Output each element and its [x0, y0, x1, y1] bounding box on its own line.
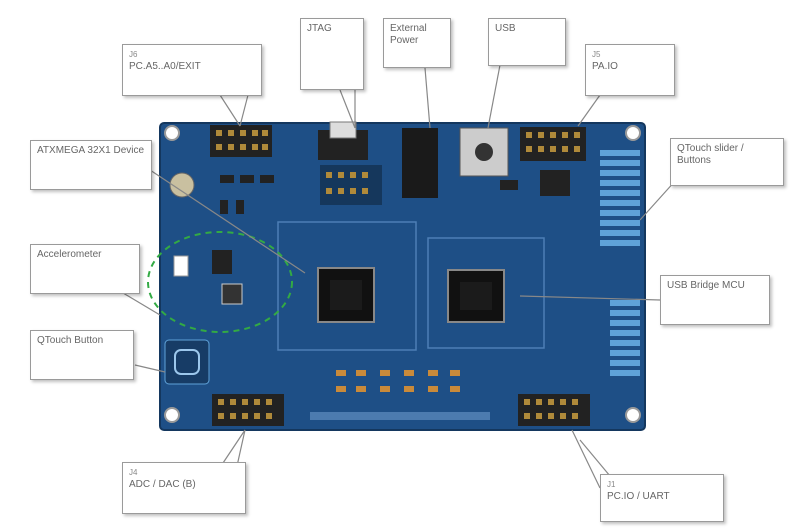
callout-usb-bridge: USB Bridge MCU	[660, 275, 770, 325]
header-j4	[212, 394, 284, 426]
callout-text: PA.IO	[592, 61, 618, 72]
callout-header: J5	[592, 50, 601, 59]
callout-text: QTouch Button	[37, 335, 104, 346]
callout-qtouch-button: QTouch Button	[30, 330, 134, 380]
callout-atxmega-mcu: ATXMEGA 32X1 Device	[30, 140, 152, 190]
callout-text: JTAG	[307, 23, 332, 34]
callout-pc-a5-a0-exit: J6 PC.A5..A0/EXIT	[122, 44, 262, 96]
header-j5	[520, 127, 586, 161]
buzzer	[169, 172, 195, 198]
mounting-holes	[164, 125, 641, 423]
bottom-components	[336, 370, 460, 392]
callout-pc-io-uart: J1 PC.IO / UART	[600, 474, 724, 522]
callout-header: J1	[607, 480, 616, 489]
callout-text: PC.A5..A0/EXIT	[129, 61, 201, 72]
callout-text: Accelerometer	[37, 249, 102, 260]
callout-external-power: External Power	[383, 18, 451, 68]
callout-accelerometer: Accelerometer	[30, 244, 140, 294]
mcu-atxmega	[277, 221, 417, 351]
jtag-connector	[318, 121, 382, 205]
callout-header: J4	[129, 468, 138, 477]
header-j6	[210, 125, 272, 157]
callout-jtag: JTAG	[300, 18, 364, 90]
silkscreen-strip	[310, 412, 490, 420]
callout-text: QTouch slider / Buttons	[677, 143, 744, 166]
callout-text: ATXMEGA 32X1 Device	[37, 145, 145, 156]
callout-adc-dac: J4 ADC / DAC (B)	[122, 462, 246, 514]
callout-usb: USB	[488, 18, 566, 66]
usb-connector	[459, 127, 509, 177]
callout-text: ADC / DAC (B)	[129, 479, 196, 490]
callout-header: J6	[129, 50, 138, 59]
callout-text: USB	[495, 23, 516, 34]
qtouch-slider	[600, 150, 640, 376]
callout-qtouch: QTouch slider / Buttons	[670, 138, 784, 186]
callout-text: PC.IO / UART	[607, 491, 670, 502]
callout-pa-io: J5 PA.IO	[585, 44, 675, 96]
callout-text: External Power	[390, 23, 427, 46]
power-jack	[402, 128, 438, 198]
callout-text: USB Bridge MCU	[667, 280, 745, 291]
header-j1	[518, 394, 590, 426]
qtouch-button-pad	[164, 339, 210, 385]
mcu-usb-bridge	[427, 237, 545, 349]
